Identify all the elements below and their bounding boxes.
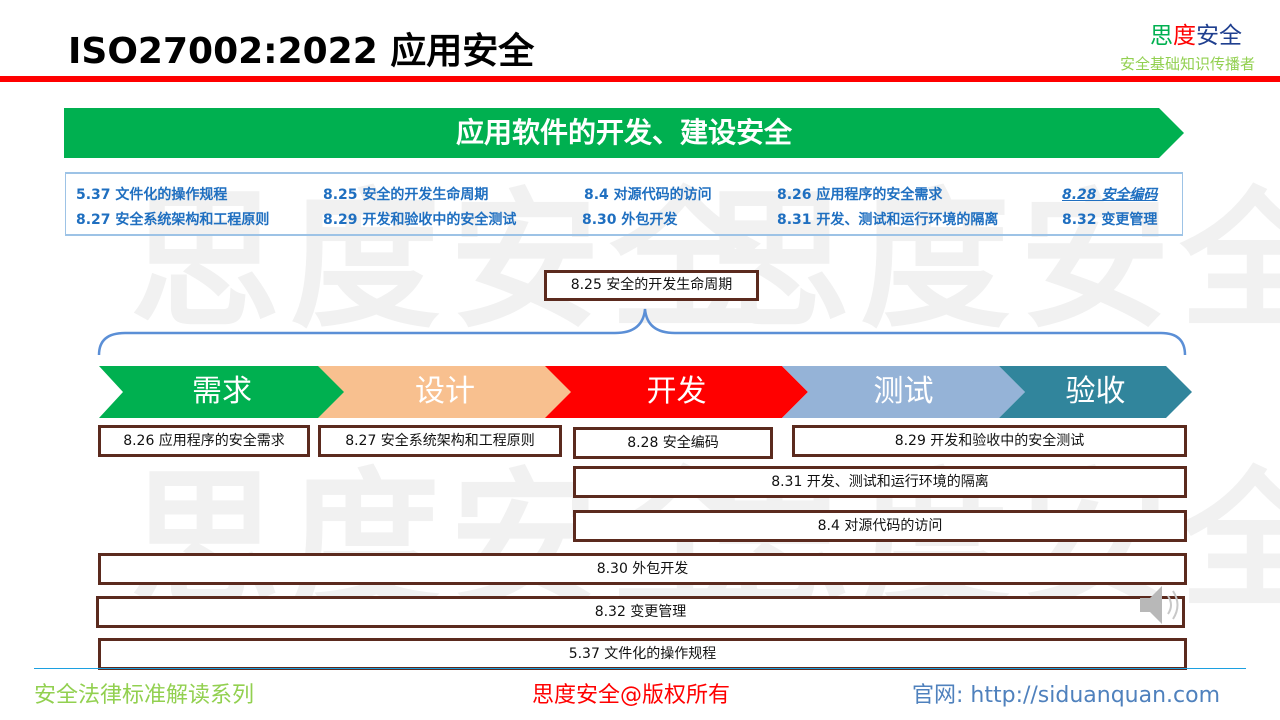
brand-logo: 思度安全 [1150, 16, 1242, 50]
control-item: 8.26 应用程序的安全需求 [777, 187, 943, 203]
watermark: 思度安全 [700, 175, 1280, 349]
control-box: 8.4 对源代码的访问 [573, 510, 1187, 542]
phase-requirements: 需求 [99, 366, 345, 418]
banner: 应用软件的开发、建设安全 [64, 108, 1184, 158]
control-item: 8.32 变更管理 [1062, 212, 1158, 228]
page-title: ISO27002:2022 应用安全 [68, 31, 535, 72]
control-item: 5.37 文件化的操作规程 [76, 187, 228, 203]
control-item: 8.30 外包开发 [582, 212, 678, 228]
footer-divider [34, 668, 1246, 669]
control-item: 8.27 安全系统架构和工程原则 [76, 212, 270, 228]
controls-list: 5.37 文件化的操作规程 8.25 安全的开发生命周期 8.4 对源代码的访问… [65, 172, 1183, 236]
phase-development: 开发 [545, 366, 808, 418]
brand-part: 度 [1173, 23, 1196, 49]
control-item: 8.25 安全的开发生命周期 [323, 187, 489, 203]
phase-testing: 测试 [782, 366, 1025, 418]
slogan: 安全基础知识传播者 [1120, 55, 1256, 73]
control-box: 8.31 开发、测试和运行环境的隔离 [573, 466, 1187, 498]
control-item: 8.31 开发、测试和运行环境的隔离 [777, 212, 999, 228]
control-box: 8.26 应用程序的安全需求 [98, 425, 310, 457]
header-divider [0, 76, 1280, 82]
control-box: 8.29 开发和验收中的安全测试 [792, 425, 1187, 457]
brace-icon [97, 308, 1187, 356]
control-box: 8.28 安全编码 [573, 427, 773, 459]
speaker-icon[interactable] [1136, 582, 1186, 628]
control-item: 8.4 对源代码的访问 [584, 187, 712, 203]
phase-design: 设计 [318, 366, 572, 418]
footer-website-link[interactable]: 官网: http://siduanquan.com [912, 683, 1221, 708]
control-item-highlighted: 8.28 安全编码 [1062, 187, 1158, 203]
phase-acceptance: 验收 [999, 366, 1192, 418]
footer-copyright: 思度安全@版权所有 [532, 683, 731, 708]
watermark: 思度安全 [130, 175, 771, 349]
footer-series: 安全法律标准解读系列 [34, 683, 255, 708]
control-box: 8.27 安全系统架构和工程原则 [318, 425, 562, 457]
control-item: 8.29 开发和验收中的安全测试 [323, 212, 517, 228]
brand-part: 安全 [1196, 23, 1242, 49]
lifecycle-label: 8.25 安全的开发生命周期 [544, 270, 759, 301]
control-box: 8.32 变更管理 [96, 596, 1185, 628]
brand-part: 思 [1150, 23, 1173, 49]
control-box: 5.37 文件化的操作规程 [98, 638, 1187, 670]
control-box: 8.30 外包开发 [98, 553, 1187, 585]
